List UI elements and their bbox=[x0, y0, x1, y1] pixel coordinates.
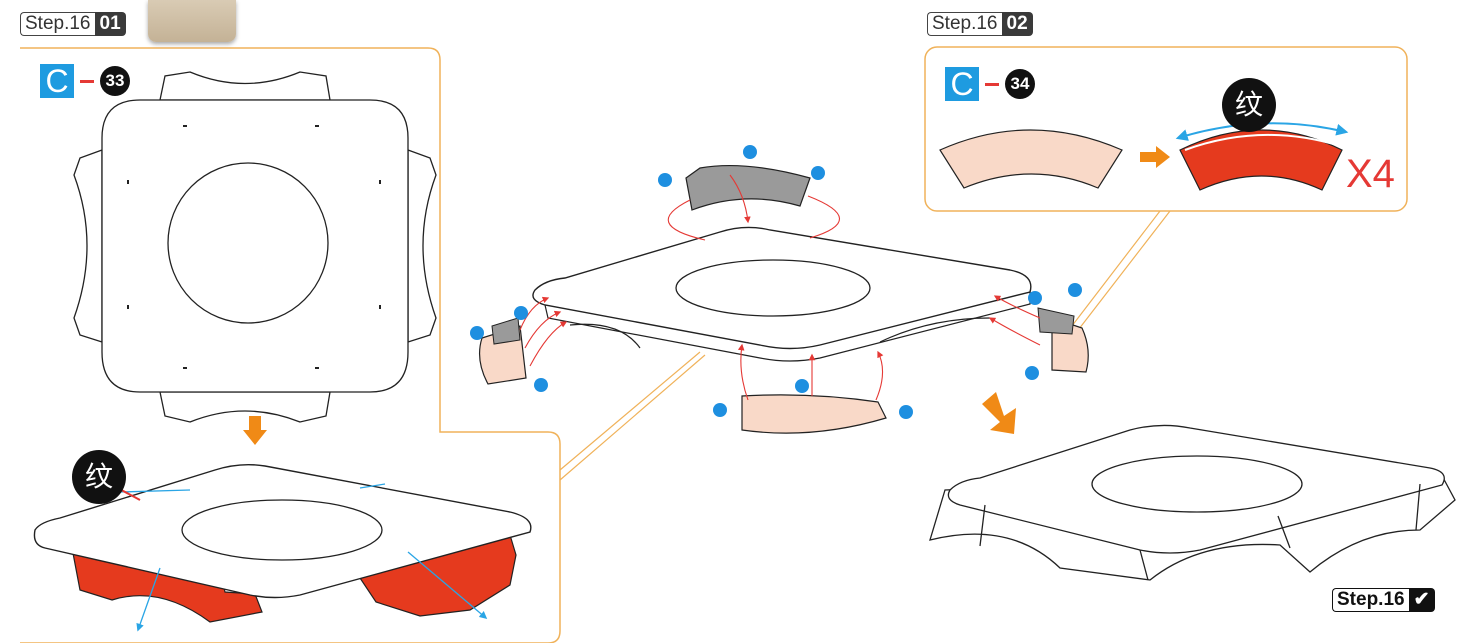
step-word: Step.16 bbox=[20, 12, 95, 36]
step-word: Step.16 bbox=[927, 12, 1002, 36]
panel-b-callout bbox=[1064, 210, 1171, 339]
grain-curve-inner bbox=[1184, 133, 1341, 151]
board-center-hole bbox=[167, 162, 329, 324]
attachment-dots bbox=[470, 145, 1082, 419]
step-word: Step.16 bbox=[1332, 588, 1409, 612]
part-number: 33 bbox=[100, 66, 130, 96]
part-code-33: C 33 bbox=[40, 64, 130, 98]
dash-icon bbox=[80, 79, 94, 83]
center-board-hole bbox=[675, 259, 871, 317]
final-seams bbox=[979, 483, 1421, 581]
sheet-letter: C bbox=[945, 67, 979, 101]
red-piece-left bbox=[71, 547, 263, 623]
grey-piece-back bbox=[685, 164, 811, 211]
quantity-label: X4 bbox=[1346, 152, 1395, 196]
down-arrow bbox=[243, 416, 267, 445]
peach-curved-piece bbox=[939, 129, 1123, 189]
peach-piece-front bbox=[741, 394, 887, 434]
photo-thumbnail bbox=[148, 0, 236, 42]
tab-left bbox=[73, 149, 103, 343]
board-slots bbox=[127, 125, 381, 369]
check-icon: ✔ bbox=[1408, 588, 1435, 612]
part-number: 34 bbox=[1005, 69, 1035, 99]
step-number: 01 bbox=[94, 12, 126, 36]
step-label-02: Step.16 02 bbox=[927, 12, 1033, 36]
grey-piece-left bbox=[491, 317, 521, 345]
result-arrow bbox=[982, 392, 1016, 434]
board-with-red-pieces bbox=[33, 463, 532, 632]
grey-piece-right bbox=[1037, 307, 1075, 335]
sheet-letter: C bbox=[40, 64, 74, 98]
tab-bottom bbox=[159, 391, 331, 423]
final-board-hole bbox=[1091, 455, 1303, 513]
step-number: 02 bbox=[1001, 12, 1033, 36]
assembled-board-hole bbox=[181, 499, 383, 561]
red-curved-piece bbox=[1179, 129, 1343, 191]
panel-b-frame bbox=[924, 46, 1408, 212]
panel-b-arrow bbox=[1140, 146, 1170, 168]
curved-piece-plain bbox=[939, 129, 1123, 189]
center-board-edge bbox=[544, 292, 1031, 362]
part-code-34: C 34 bbox=[945, 67, 1035, 101]
step-label-01: Step.16 01 bbox=[20, 12, 126, 36]
center-board-skirt bbox=[569, 317, 991, 349]
flat-board-top-view bbox=[73, 71, 437, 423]
grain-label: 纹 bbox=[72, 450, 126, 504]
panel-a-frame bbox=[20, 47, 561, 643]
exploded-assembly bbox=[470, 145, 1089, 434]
tab-top bbox=[159, 71, 331, 101]
red-piece-right bbox=[359, 534, 517, 617]
tab-right bbox=[407, 149, 437, 343]
curved-piece-grain bbox=[1175, 122, 1349, 191]
dash-icon bbox=[985, 82, 999, 86]
assembly-arrows bbox=[519, 174, 1041, 401]
grain-label: 纹 bbox=[1222, 78, 1276, 132]
panel-a-callout bbox=[559, 351, 706, 481]
grain-lines bbox=[119, 483, 488, 632]
final-assembly bbox=[929, 424, 1456, 581]
step-complete-label: Step.16 ✔ bbox=[1332, 588, 1435, 612]
